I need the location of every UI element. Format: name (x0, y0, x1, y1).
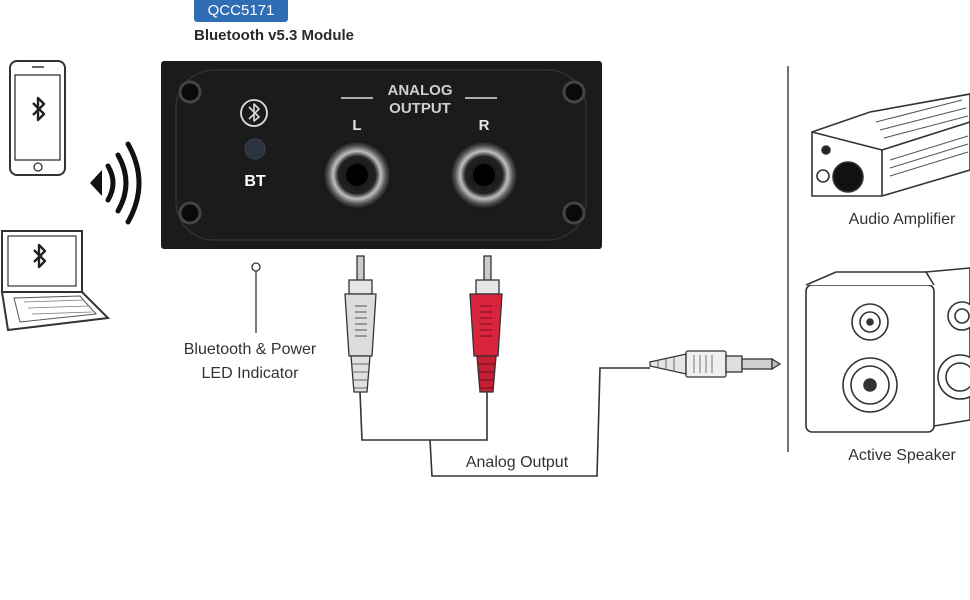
led-callout (251, 262, 261, 333)
led-indicator-label-line2: LED Indicator (201, 365, 299, 382)
screw (178, 80, 586, 225)
speaker-icon (805, 267, 970, 433)
wireless-signal-icon (90, 141, 142, 225)
analog-label-line2: OUTPUT (389, 100, 451, 117)
bt-label: BT (244, 173, 266, 190)
amplifier-icon (811, 93, 970, 197)
laptop-icon (0, 230, 111, 332)
analog-output-label: Analog Output (465, 454, 569, 471)
analog-label-line1: ANALOG (388, 82, 453, 99)
smartphone-icon (9, 60, 66, 176)
left-channel-label: L (352, 117, 361, 134)
speaker-label: Active Speaker (848, 447, 956, 464)
led-indicator-label-line1: Bluetooth & Power (183, 341, 317, 358)
audio-cable (359, 367, 650, 477)
rca-plug-white (344, 255, 377, 393)
aux-plug (649, 350, 782, 378)
right-channel-label: R (479, 117, 490, 134)
bluetooth-module (161, 61, 602, 249)
chip-badge: QCC5171 (194, 0, 288, 22)
module-title: Bluetooth v5.3 Module (194, 27, 355, 44)
amplifier-label: Audio Amplifier (848, 211, 956, 228)
rca-plug-red (469, 255, 503, 393)
